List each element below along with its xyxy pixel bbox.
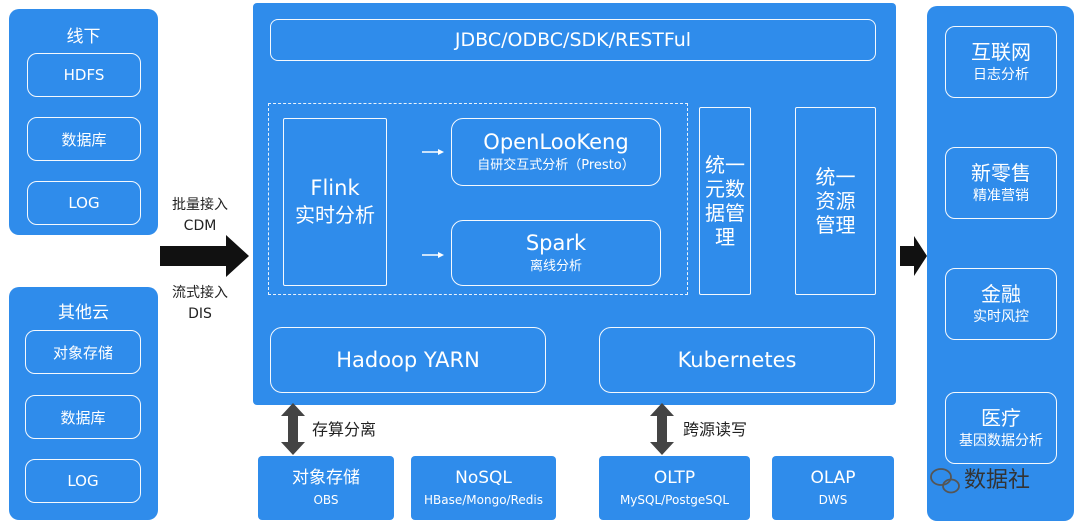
link-left-label: 存算分离: [312, 420, 377, 439]
offline-panel: 线下 HDFS 数据库 LOG: [9, 9, 158, 235]
othercloud-item-object-storage: 对象存储: [25, 330, 141, 374]
app-finance-sub: 实时风控: [973, 309, 1029, 325]
storage-nosql: NoSQL HBase/Mongo/Redis: [411, 456, 556, 520]
apps-panel: 互联网 日志分析 新零售 精准营销 金融 实时风控 医疗 基因数据分析: [927, 6, 1074, 521]
flink-title: Flink: [310, 176, 360, 200]
ingest-stream-line1: 流式接入: [172, 285, 228, 301]
watermark-text: 数据社: [964, 468, 1031, 493]
storage-olap: OLAP DWS: [772, 456, 894, 520]
ingest-arrow-icon: [160, 235, 249, 277]
storage-obs-title: 对象存储: [292, 468, 360, 488]
metadata-line3: 据管: [705, 201, 745, 225]
storage-olap-title: OLAP: [810, 468, 856, 488]
storage-oltp: OLTP MySQL/PostgeSQL: [599, 456, 750, 520]
storage-obs-sub: OBS: [313, 493, 339, 507]
kubernetes-box: Kubernetes: [599, 327, 875, 393]
resource-line2: 资源: [815, 189, 856, 213]
compute-storage-double-arrow-icon: [281, 403, 305, 455]
app-retail: 新零售 精准营销: [945, 147, 1057, 219]
ingest-batch-line2: CDM: [183, 218, 217, 234]
app-finance-title: 金融: [981, 282, 1021, 306]
cross-source-double-arrow-icon: [650, 403, 674, 455]
offline-title: 线下: [66, 26, 101, 47]
app-retail-sub: 精准营销: [973, 188, 1029, 204]
openlookeng-sub: 自研交互式分析（Presto）: [477, 157, 635, 173]
app-finance: 金融 实时风控: [945, 268, 1057, 340]
resource-box: 统一 资源 管理: [795, 107, 876, 295]
metadata-line2: 元数: [705, 177, 745, 201]
api-bar: JDBC/ODBC/SDK/RESTFul: [270, 19, 876, 61]
app-retail-title: 新零售: [971, 161, 1031, 185]
flink-sub: 实时分析: [295, 203, 375, 227]
othercloud-title: 其他云: [58, 302, 109, 323]
offline-item-log: LOG: [27, 181, 141, 225]
storage-oltp-sub: MySQL/PostgeSQL: [619, 493, 730, 507]
offline-item-hdfs: HDFS: [27, 53, 141, 97]
othercloud-item-database: 数据库: [25, 395, 141, 439]
compute-dashed-group: [268, 103, 688, 295]
spark-title: Spark: [525, 230, 587, 255]
storage-nosql-title: NoSQL: [455, 468, 512, 488]
metadata-box: 统一 元数 据管 理: [699, 107, 751, 295]
app-internet-sub: 日志分析: [973, 67, 1029, 83]
storage-obs: 对象存储 OBS: [258, 456, 394, 520]
storage-nosql-sub: HBase/Mongo/Redis: [424, 493, 543, 507]
ingest-stream-line2: DIS: [188, 306, 212, 322]
app-medical-sub: 基因数据分析: [959, 433, 1043, 449]
othercloud-panel: 其他云 对象存储 数据库 LOG: [9, 287, 158, 520]
storage-oltp-title: OLTP: [653, 468, 696, 488]
main-panel: JDBC/ODBC/SDK/RESTFul Flink 实时分析 OpenLoo…: [253, 3, 896, 405]
othercloud-item-log: LOG: [25, 459, 141, 503]
app-medical-title: 医疗: [981, 406, 1021, 430]
link-right-label: 跨源读写: [683, 420, 748, 439]
ingest-batch-line1: 批量接入: [172, 197, 228, 213]
yarn-box: Hadoop YARN: [270, 327, 546, 393]
flink-box: Flink 实时分析: [283, 118, 387, 286]
offline-item-database: 数据库: [27, 117, 141, 161]
resource-line1: 统一: [815, 165, 856, 189]
metadata-line4: 理: [715, 225, 735, 249]
ingest-stream-label: 流式接入 DIS: [160, 282, 240, 326]
spark-box: Spark 离线分析: [451, 220, 661, 286]
openlookeng-title: OpenLooKeng: [483, 129, 629, 154]
app-medical: 医疗 基因数据分析: [945, 392, 1057, 464]
ingest-batch-label: 批量接入 CDM: [160, 194, 240, 238]
metadata-line1: 统一: [705, 153, 745, 177]
spark-sub: 离线分析: [529, 258, 582, 274]
app-internet: 互联网 日志分析: [945, 26, 1057, 98]
app-internet-title: 互联网: [971, 40, 1031, 64]
storage-olap-sub: DWS: [818, 493, 848, 507]
output-arrow-icon: [900, 236, 927, 276]
openlookeng-box: OpenLooKeng 自研交互式分析（Presto）: [451, 118, 661, 186]
resource-line3: 管理: [815, 213, 856, 237]
